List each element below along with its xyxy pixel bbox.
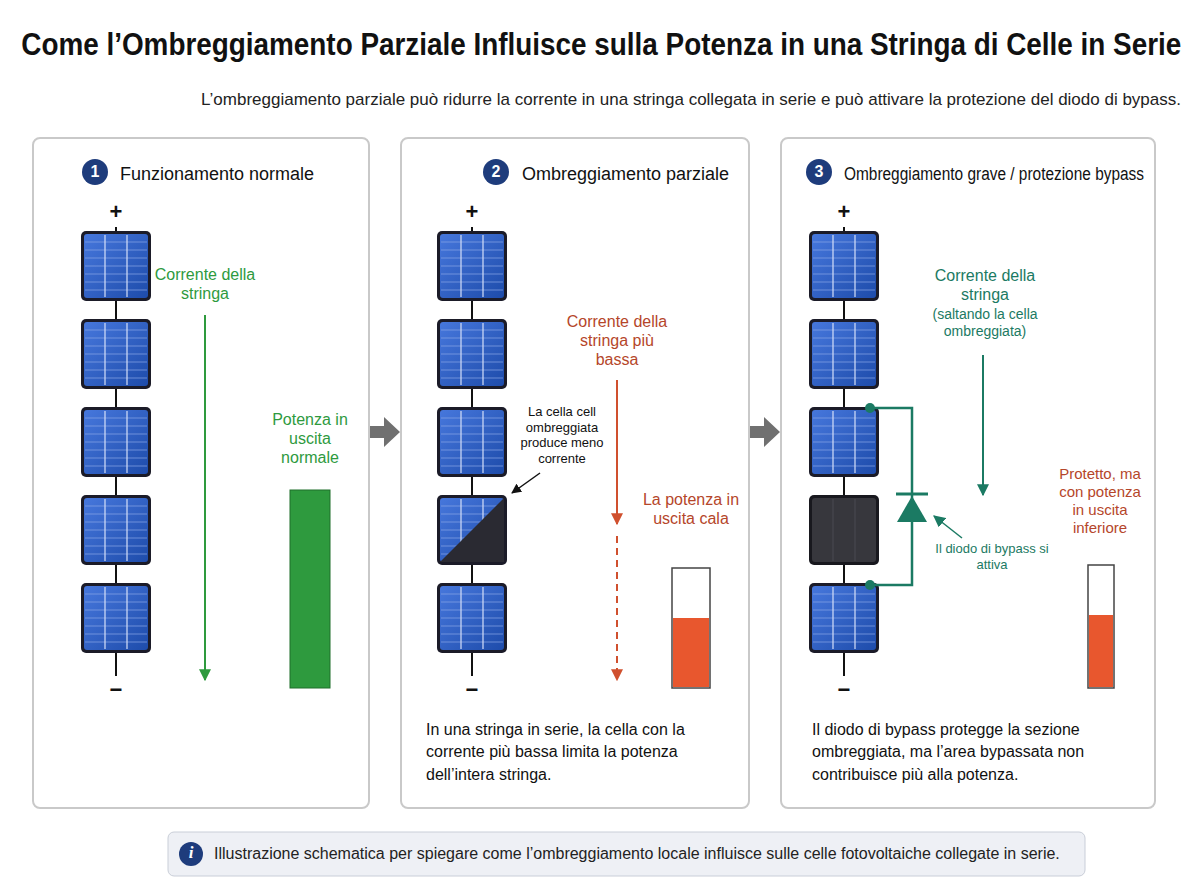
shade	[440, 498, 504, 562]
step-panel: Funzionamento normale 1	[32, 137, 370, 809]
junction-dot	[865, 580, 875, 590]
solar-cell	[437, 495, 507, 565]
solar-cell	[809, 231, 879, 301]
title: Come l’Ombreggiamento Parziale Influisce…	[21, 26, 1181, 63]
power-bar-frame	[1088, 565, 1114, 688]
info-icon-text: i	[179, 843, 203, 863]
step-panel: Ombreggiamento parziale In una stringa in…	[400, 137, 750, 809]
current-label: Corrente della stringa	[910, 266, 1060, 304]
panel-heading: Ombreggiamento grave / protezione bypass	[844, 161, 1144, 187]
panel-heading: Ombreggiamento parziale	[522, 161, 729, 187]
solar-cell	[81, 583, 151, 653]
solar-cell	[809, 407, 879, 477]
current-label: Corrente della stringa più bassa	[557, 312, 677, 370]
terminal-sign: +	[101, 199, 131, 225]
current-arrow	[204, 315, 206, 680]
power-bar	[1089, 615, 1113, 687]
step-arrow	[750, 417, 780, 447]
step-number: 1	[82, 159, 108, 185]
caption-box	[168, 832, 1085, 876]
panel-body: Il diodo di bypass protegge la sezione o…	[812, 719, 1142, 786]
solar-cell	[809, 319, 879, 389]
power-bar-frame	[672, 568, 710, 688]
current-arrow	[982, 355, 984, 495]
current-arrow	[616, 380, 618, 524]
step-number-text: 2	[483, 159, 509, 185]
solar-cell	[81, 319, 151, 389]
solar-cell	[81, 407, 151, 477]
callout-label: Il diodo di bypass si attiva	[932, 541, 1052, 572]
power-label: Potenza in uscita normale	[260, 410, 360, 468]
terminal-sign: −	[457, 677, 487, 703]
step-arrow	[370, 417, 400, 447]
terminal-sign: −	[829, 677, 859, 703]
power-label: Protetto, ma con potenza in uscita infer…	[1052, 465, 1148, 537]
current-note: (saltando la cella ombreggiata)	[910, 306, 1060, 340]
terminal-sign: +	[829, 199, 859, 225]
step-number: 2	[483, 159, 509, 185]
power-bar	[673, 618, 709, 687]
solar-cell	[81, 231, 151, 301]
solar-cell	[809, 583, 879, 653]
panel-body: In una stringa in serie, la cella con la…	[426, 719, 736, 786]
leader-line	[512, 473, 540, 493]
step-number: 3	[806, 159, 832, 185]
solar-cell	[437, 407, 507, 477]
current-arrow-dashed	[616, 536, 618, 680]
subtitle: L’ombreggiamento parziale può ridurre la…	[201, 90, 1181, 110]
junction-dot	[865, 403, 875, 413]
terminal-sign: −	[101, 677, 131, 703]
step-number-text: 3	[806, 159, 832, 185]
current-label: Corrente della stringa	[130, 265, 280, 303]
terminal-sign: +	[457, 199, 487, 225]
callout-label: La cella cell ombreggiata produce meno c…	[514, 404, 610, 466]
solar-cell	[437, 231, 507, 301]
solar-cell	[81, 495, 151, 565]
power-label: La potenza in uscita cala	[641, 490, 741, 528]
step-number-text: 1	[82, 159, 108, 185]
bypass-diode	[896, 494, 928, 522]
bypass-wire	[870, 408, 912, 585]
leader-line	[934, 516, 962, 538]
shaded-cell	[809, 495, 879, 565]
solar-cell	[437, 319, 507, 389]
info-icon	[179, 842, 203, 866]
solar-cell	[437, 583, 507, 653]
panel-heading: Funzionamento normale	[120, 161, 314, 187]
power-bar	[290, 490, 330, 688]
caption: Illustrazione schematica per spiegare co…	[214, 844, 1060, 863]
